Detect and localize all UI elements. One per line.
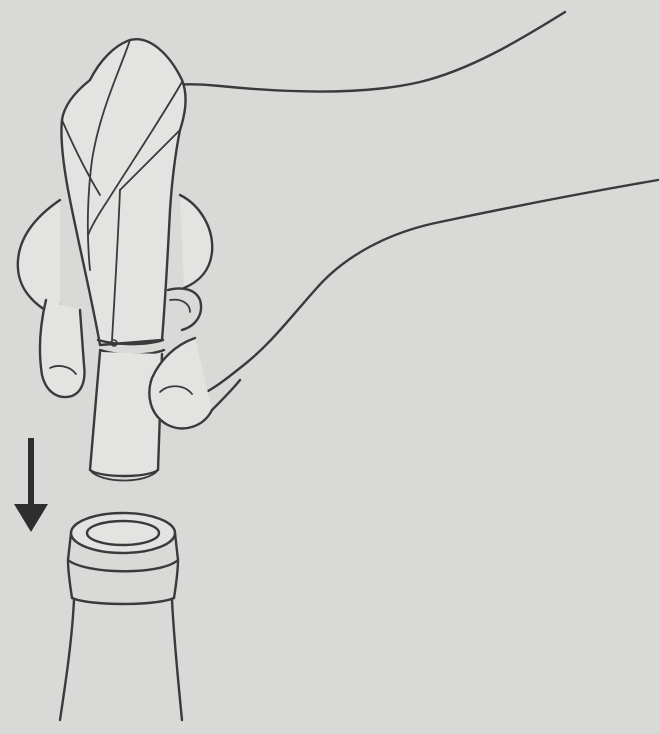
instruction-illustration: [0, 0, 660, 734]
